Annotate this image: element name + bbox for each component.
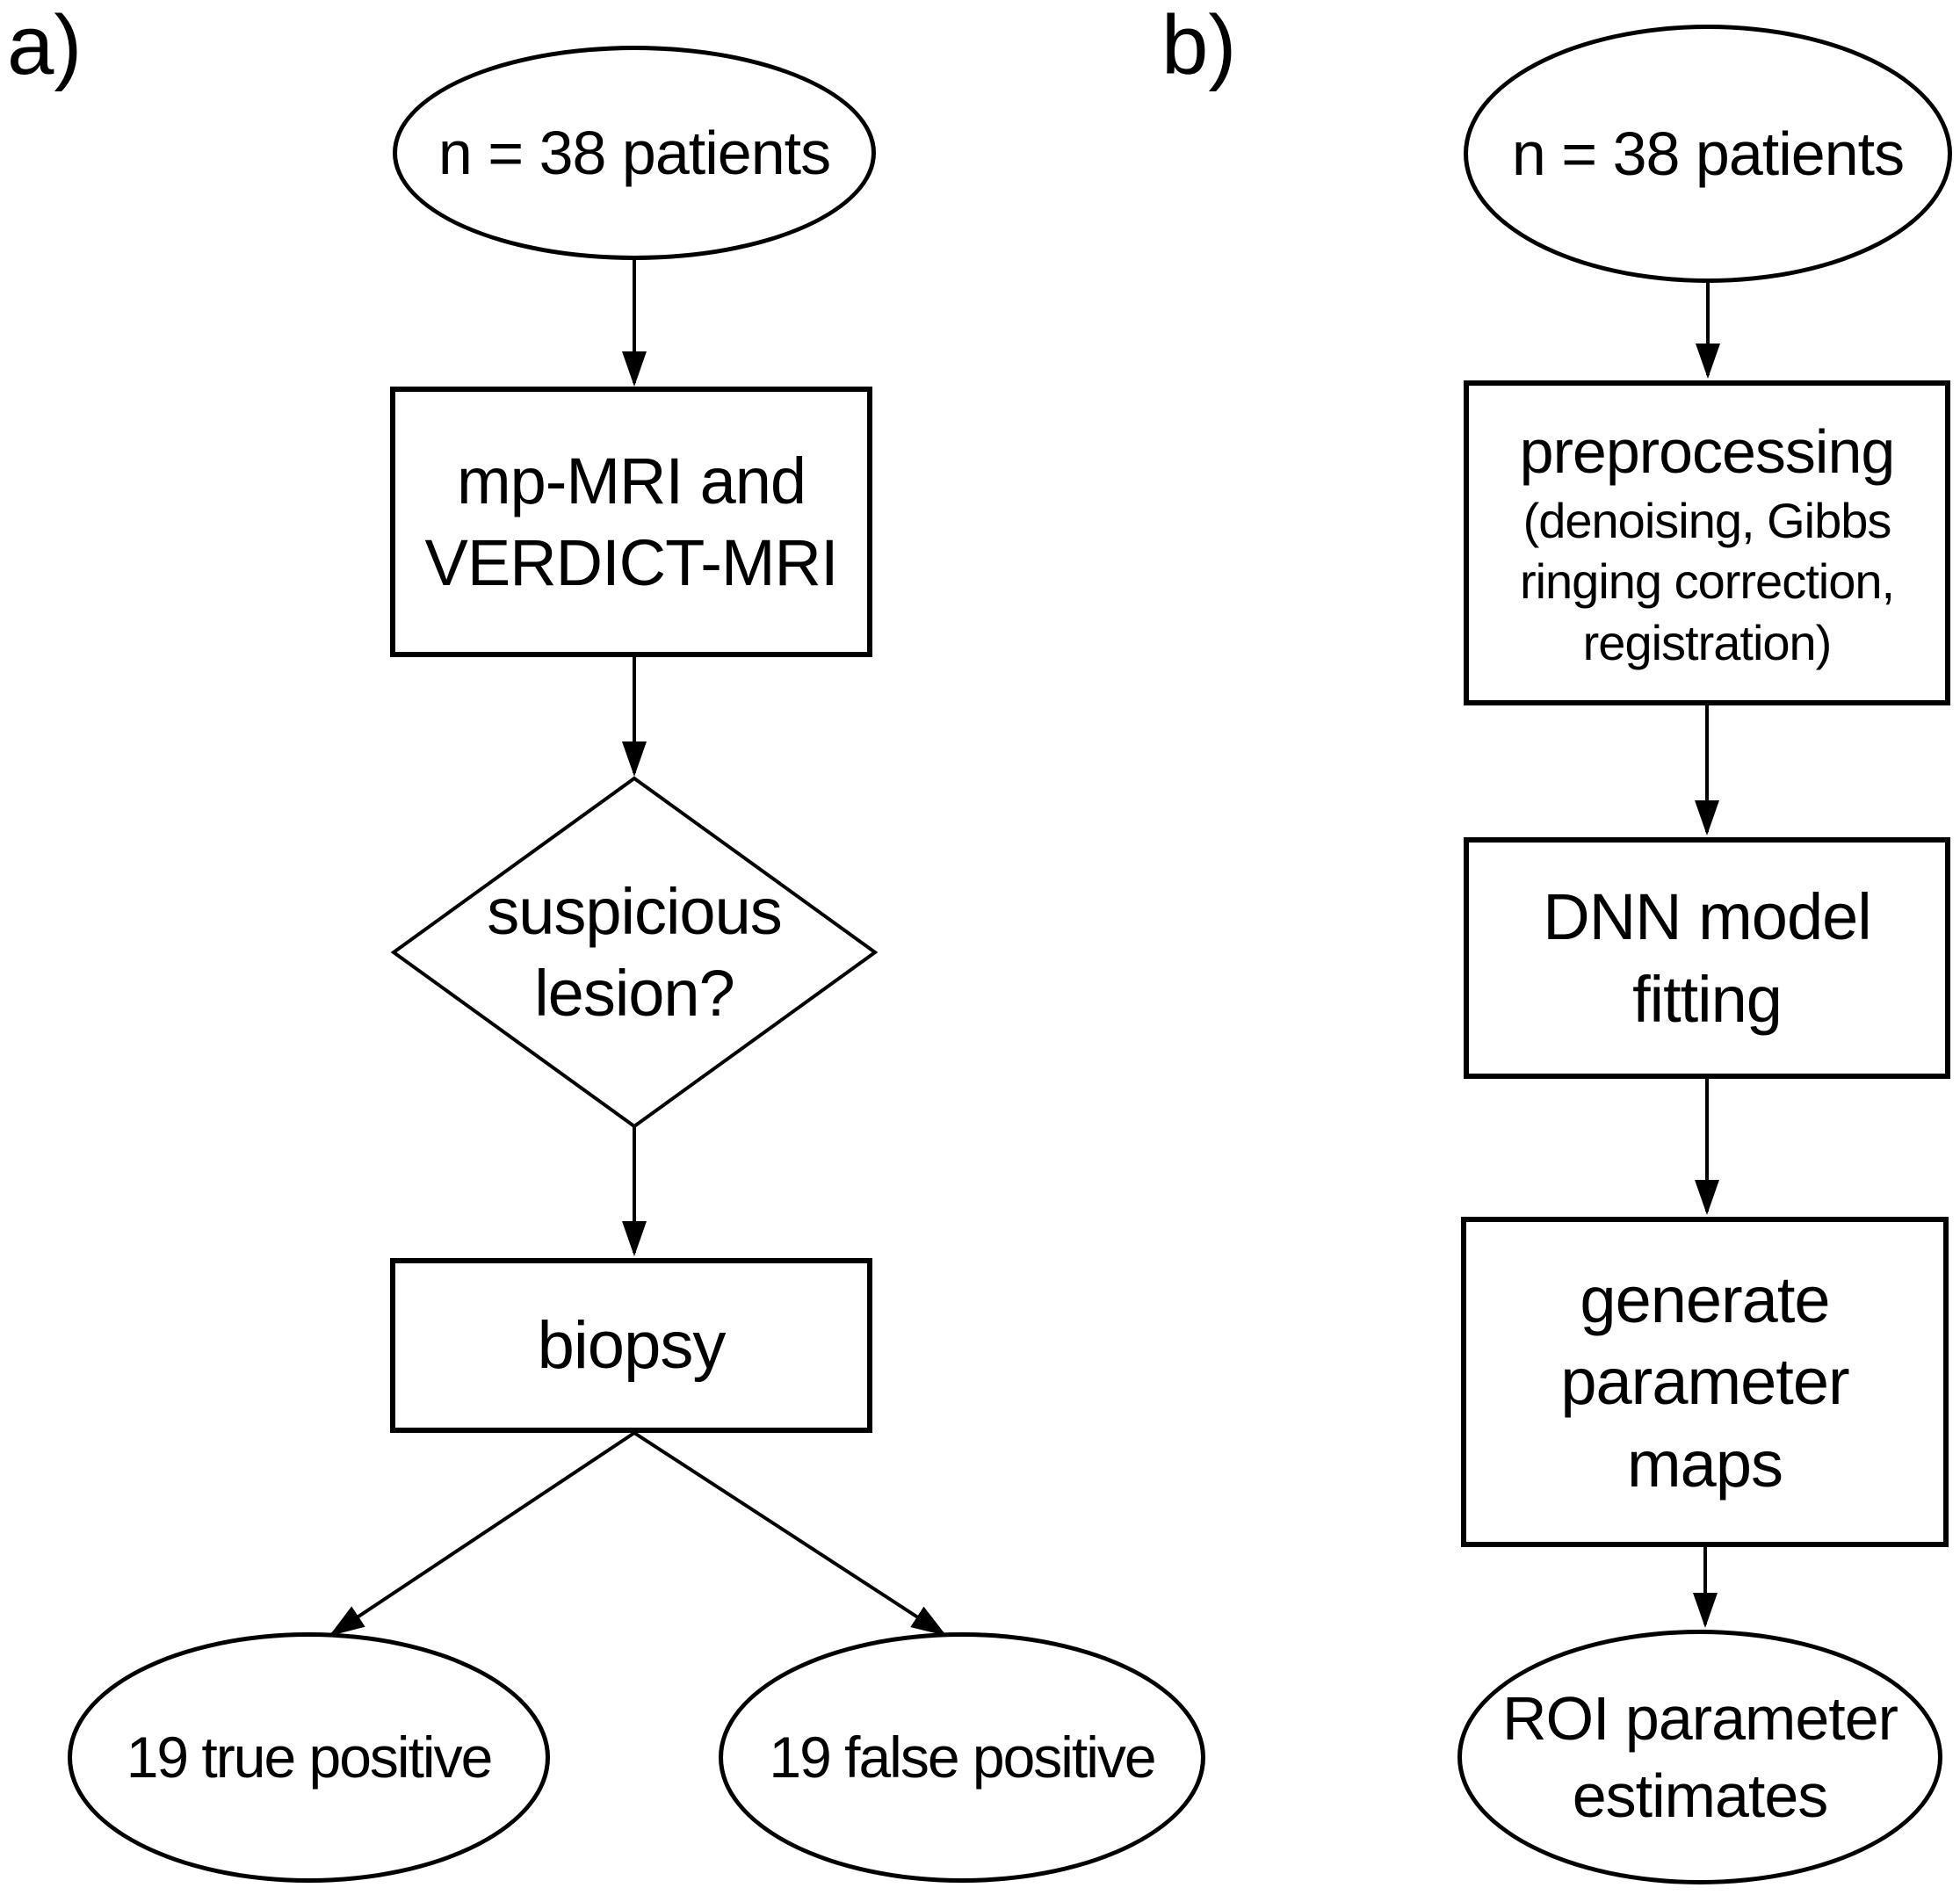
node-text-line: maps <box>1627 1427 1783 1501</box>
panel-a-label: a) <box>7 0 83 92</box>
arrow-biopsy-to-true-positive <box>329 1431 636 1637</box>
node-text-line: 19 false positive <box>769 1724 1156 1790</box>
generate-parameter-maps-box: generate parameter maps <box>1461 1217 1949 1547</box>
dnn-model-fitting-box: DNN model fitting <box>1464 837 1950 1079</box>
panel-b-label: b) <box>1161 0 1237 92</box>
node-text-line: 19 true positive <box>126 1724 494 1790</box>
node-text-line: lesion? <box>534 957 735 1030</box>
node-text-line: (denoising, Gibbs <box>1522 492 1892 548</box>
biopsy-box: biopsy <box>390 1258 872 1433</box>
node-text-line: DNN model <box>1543 880 1871 954</box>
node-text-line: biopsy <box>537 1307 727 1383</box>
node-text-line: mp-MRI and <box>456 444 806 517</box>
arrow-biopsy-to-false-positive <box>633 1431 947 1637</box>
start-ellipse-b: n = 38 patients <box>1464 25 1952 283</box>
start-ellipse-a: n = 38 patients <box>393 46 876 260</box>
node-text-line: parameter <box>1560 1345 1849 1419</box>
true-positive-ellipse: 19 true positive <box>68 1632 550 1883</box>
node-text-line: n = 38 patients <box>1511 119 1905 188</box>
node-text-line: ROI parameter <box>1502 1683 1899 1753</box>
node-text-line: generate <box>1580 1263 1830 1337</box>
node-text-line: preprocessing <box>1519 416 1896 486</box>
node-text-line: registration) <box>1582 614 1833 670</box>
node-text-line: fitting <box>1632 962 1783 1036</box>
roi-parameter-estimates-ellipse: ROI parameter estimates <box>1457 1630 1942 1884</box>
node-text-line: ringing correction, <box>1519 553 1895 610</box>
node-text-line: suspicious <box>487 874 783 948</box>
node-text-line: estimates <box>1572 1761 1829 1830</box>
false-positive-ellipse: 19 false positive <box>719 1632 1205 1883</box>
preprocessing-box: preprocessing (denoising, Gibbs ringing … <box>1464 380 1950 705</box>
node-text-line: n = 38 patients <box>438 118 831 187</box>
mri-protocol-box: mp-MRI and VERDICT-MRI <box>390 387 872 657</box>
node-text-line: VERDICT-MRI <box>424 526 839 599</box>
suspicious-lesion-diamond-shape <box>390 776 879 1129</box>
suspicious-lesion-diamond: suspicious lesion? <box>432 847 836 1058</box>
